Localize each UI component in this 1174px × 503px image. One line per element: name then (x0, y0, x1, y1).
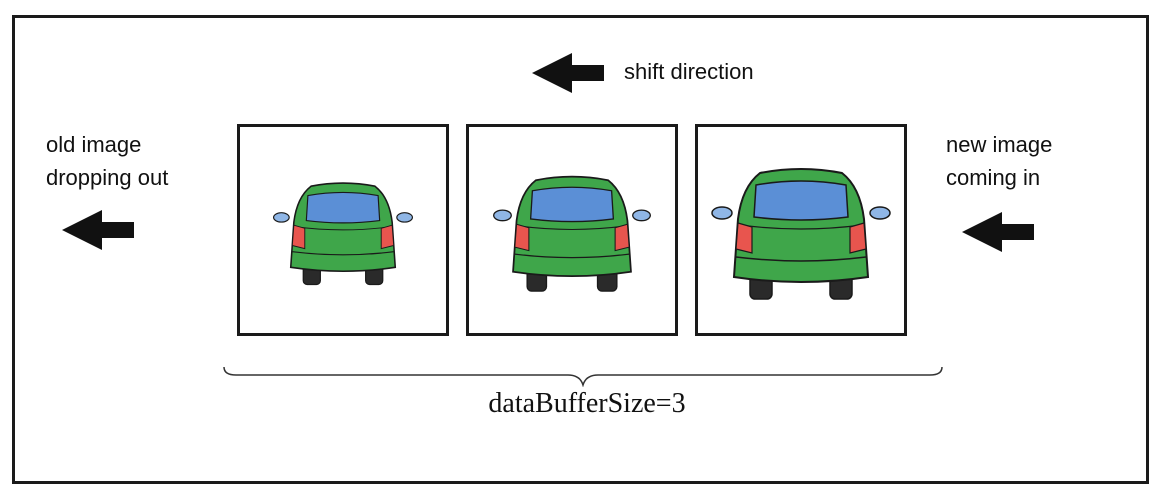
left-tail-light (291, 224, 306, 250)
buffer-image-3 (695, 124, 907, 336)
car-icon (493, 175, 651, 292)
trunk-line (739, 224, 863, 230)
left-mirror (493, 209, 512, 222)
shift-direction-arrow-icon (532, 53, 604, 93)
right-mirror (396, 212, 414, 223)
buffer-image-1 (237, 124, 449, 336)
bumper-line (514, 253, 630, 259)
rear-window (753, 180, 849, 221)
car-group (272, 182, 414, 286)
car-icon (272, 182, 414, 286)
left-mirror (711, 206, 733, 220)
old-image-label: old image dropping out (46, 132, 169, 190)
right-tail-light (849, 222, 867, 254)
left-tail-light (735, 222, 753, 254)
buffer-brace (223, 366, 943, 387)
car-icon (711, 168, 891, 300)
rear-window (529, 186, 615, 223)
right-mirror (869, 206, 891, 220)
right-mirror (632, 209, 651, 222)
new-image-label: new image coming in (946, 132, 1053, 190)
right-tail-light (380, 224, 395, 250)
trunk-line (518, 225, 626, 230)
buffer-size-label: dataBufferSize=3 (488, 388, 686, 419)
buffer-image-2 (466, 124, 678, 336)
new-image-arrow-icon (962, 212, 1034, 252)
bumper-line (292, 251, 394, 256)
left-tail-light (514, 223, 530, 252)
bumper-line (735, 256, 867, 262)
rear-window (305, 191, 381, 224)
old-image-arrow-icon (62, 210, 134, 250)
car-group (493, 175, 651, 292)
left-mirror (272, 212, 290, 223)
car-group (711, 168, 891, 300)
right-tail-light (614, 223, 630, 252)
shift-direction-label: shift direction (624, 59, 754, 84)
